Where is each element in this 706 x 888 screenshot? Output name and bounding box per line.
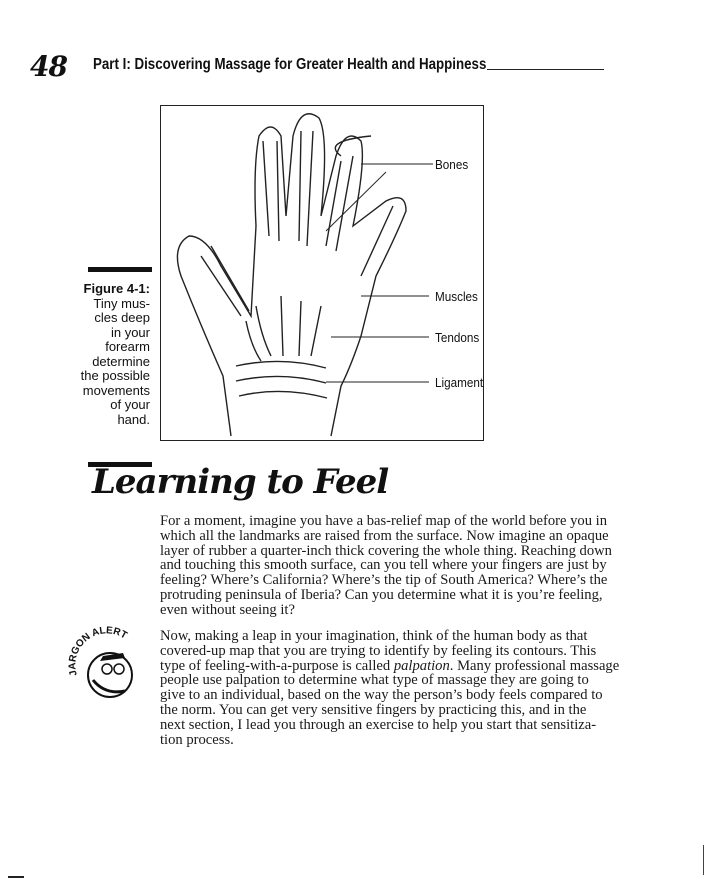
text-line: protruding peninsula of Iberia? Can you …	[160, 586, 603, 603]
label-tendons: Tendons	[435, 330, 480, 345]
text-line: the norm. You can get very sensitive fin…	[160, 701, 587, 718]
page-number: 48	[30, 50, 68, 83]
emphasized-term: palpation	[393, 657, 450, 674]
text-line: which all the landmarks are raised from …	[160, 527, 609, 544]
text-line: and touching this smooth surface, can yo…	[160, 557, 607, 574]
caption-line: movements	[82, 382, 150, 398]
label-bones: Bones	[435, 157, 469, 172]
text-line: even without seeing it?	[160, 601, 295, 618]
jargon-alert-text: JARGON ALERT	[67, 625, 129, 677]
paragraph-1: For a moment, imagine you have a bas-rel…	[160, 514, 612, 618]
caption-line: Tiny mus-	[93, 295, 150, 311]
running-head: Part I: Discovering Massage for Greater …	[93, 56, 487, 73]
text-line: give to an individual, based on the way …	[160, 687, 603, 704]
caption-line: of your	[110, 397, 150, 412]
jargon-alert-icon: JARGON ALERT	[67, 625, 133, 698]
svg-text:JARGON ALERT: JARGON ALERT	[67, 625, 129, 677]
text-line: covered-up map that you are trying to id…	[160, 642, 597, 659]
caption-line: forearm	[105, 339, 150, 354]
text-line: type of feeling-with-a-purpose is called…	[160, 657, 620, 674]
caption-line: the possible	[80, 368, 150, 383]
header-rule	[487, 69, 604, 70]
label-ligament: Ligament	[435, 375, 484, 390]
text-line: tion process.	[160, 731, 234, 748]
text-line: feeling? Where’s California? Where’s the…	[160, 572, 608, 589]
caption-top-bar	[88, 267, 152, 272]
scan-edge-line	[703, 845, 704, 875]
text-line: layer of rubber a quarter-inch thick cov…	[160, 542, 612, 559]
label-muscles: Muscles	[435, 289, 478, 304]
caption-title: Figure 4-1:	[83, 281, 150, 296]
figure-caption: Figure 4-1: Tiny mus- cles deep in your …	[70, 281, 150, 427]
caption-line: cles deep	[94, 310, 150, 325]
text-fragment: type of feeling-with-a-purpose is called	[160, 657, 394, 674]
figure-hand-anatomy: Bones Muscles Tendons Ligament	[160, 105, 484, 441]
caption-line: determine	[92, 353, 150, 369]
paragraph-2: Now, making a leap in your imagination, …	[160, 629, 619, 747]
section-heading: Learning to Feel	[92, 462, 389, 502]
text-line: Now, making a leap in your imagination, …	[160, 628, 588, 644]
text-line: For a moment, imagine you have a bas-rel…	[160, 513, 607, 529]
caption-line: hand.	[117, 411, 150, 427]
scan-mark	[8, 876, 24, 878]
text-line: people use palpation to determine what t…	[160, 672, 589, 689]
text-line: next section, I lead you through an exer…	[160, 716, 597, 733]
caption-line: in your	[110, 324, 150, 340]
caption-bottom-bar	[88, 462, 152, 467]
hand-illustration	[176, 113, 433, 437]
text-fragment: . Many professional massage	[449, 657, 620, 674]
